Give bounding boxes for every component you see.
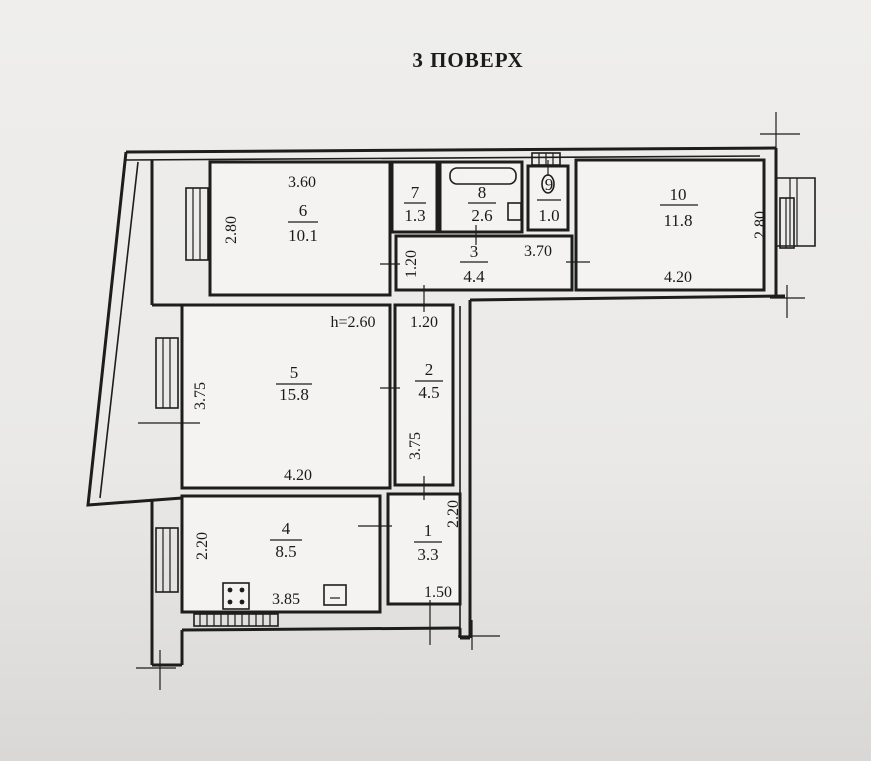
sink-icon: [507, 202, 522, 221]
room-4-height: 2.20: [194, 532, 211, 560]
room-7-area: 1.3: [404, 206, 425, 225]
window-room-6: [185, 187, 209, 261]
room-3-width: 3.70: [524, 243, 552, 260]
room-7: 7 1.3: [390, 160, 439, 234]
room-3-lower-width: 1.20: [410, 314, 438, 331]
room-10-width: 4.20: [664, 269, 692, 286]
room-6: 3.60 2.80 6 10.1: [208, 160, 392, 297]
room-2-number: 2: [425, 360, 434, 379]
room-2-area: 4.5: [418, 383, 439, 402]
kitchen-sink-icon: [323, 584, 347, 606]
room-10-height: 2.80: [752, 211, 769, 239]
room-9-number: 9: [545, 175, 554, 194]
room-3-height: 1.20: [403, 250, 420, 278]
room-9-area: 1.0: [538, 206, 559, 225]
room-7-number: 7: [411, 183, 420, 202]
room-4-kitchen: 2.20 4 8.5 3.85: [180, 494, 382, 627]
room-6-number: 6: [299, 201, 308, 220]
room-1-height: 2.20: [445, 500, 462, 528]
room-10-number: 10: [670, 185, 687, 204]
room-1-area: 3.3: [417, 545, 438, 564]
stove-icon: [222, 582, 250, 610]
room-8: 8 2.6: [438, 160, 524, 234]
window-room-5: [155, 337, 179, 409]
room-5-height: 3.75: [192, 382, 209, 410]
room-4-number: 4: [282, 519, 291, 538]
room-5-area: 15.8: [279, 385, 309, 404]
room-1-width: 1.50: [424, 584, 452, 601]
room-5: h=2.60 3.75 5 15.8 4.20: [180, 303, 392, 490]
room-6-area: 10.1: [288, 226, 318, 245]
room-10: 10 11.8 2.80 4.20: [574, 158, 769, 292]
room-4-width: 3.85: [272, 591, 300, 608]
room-5-width: 4.20: [284, 467, 312, 484]
window-room-4: [155, 527, 179, 593]
room-2-height: 3.75: [407, 432, 424, 460]
room-3-area: 4.4: [463, 267, 485, 286]
room-8-number: 8: [478, 183, 487, 202]
windows: [155, 187, 795, 593]
axis-ticks: [136, 112, 805, 690]
radiator-icon: [193, 613, 279, 627]
room-10-area: 11.8: [663, 211, 692, 230]
room-4-area: 8.5: [275, 542, 296, 561]
window-room-10: [779, 197, 795, 249]
room-6-width: 3.60: [288, 174, 316, 191]
room-1-hall: 1 3.3 2.20 1.50: [386, 492, 462, 606]
room-5-number: 5: [290, 363, 299, 382]
room-3-number: 3: [470, 242, 479, 261]
room-8-area: 2.6: [471, 206, 492, 225]
room-2-corridor: 1.20 2 4.5 3.75: [393, 303, 455, 487]
ceiling-height: h=2.60: [330, 314, 375, 331]
room-3-corridor: 1.20 3 4.4 3.70: [394, 234, 574, 292]
room-9: 9 1.0: [526, 152, 570, 232]
bathtub-icon: [449, 167, 517, 185]
floor-title: 3 ПОВЕРХ: [412, 48, 523, 72]
room-1-number: 1: [424, 521, 433, 540]
room-6-height: 2.80: [223, 216, 240, 244]
